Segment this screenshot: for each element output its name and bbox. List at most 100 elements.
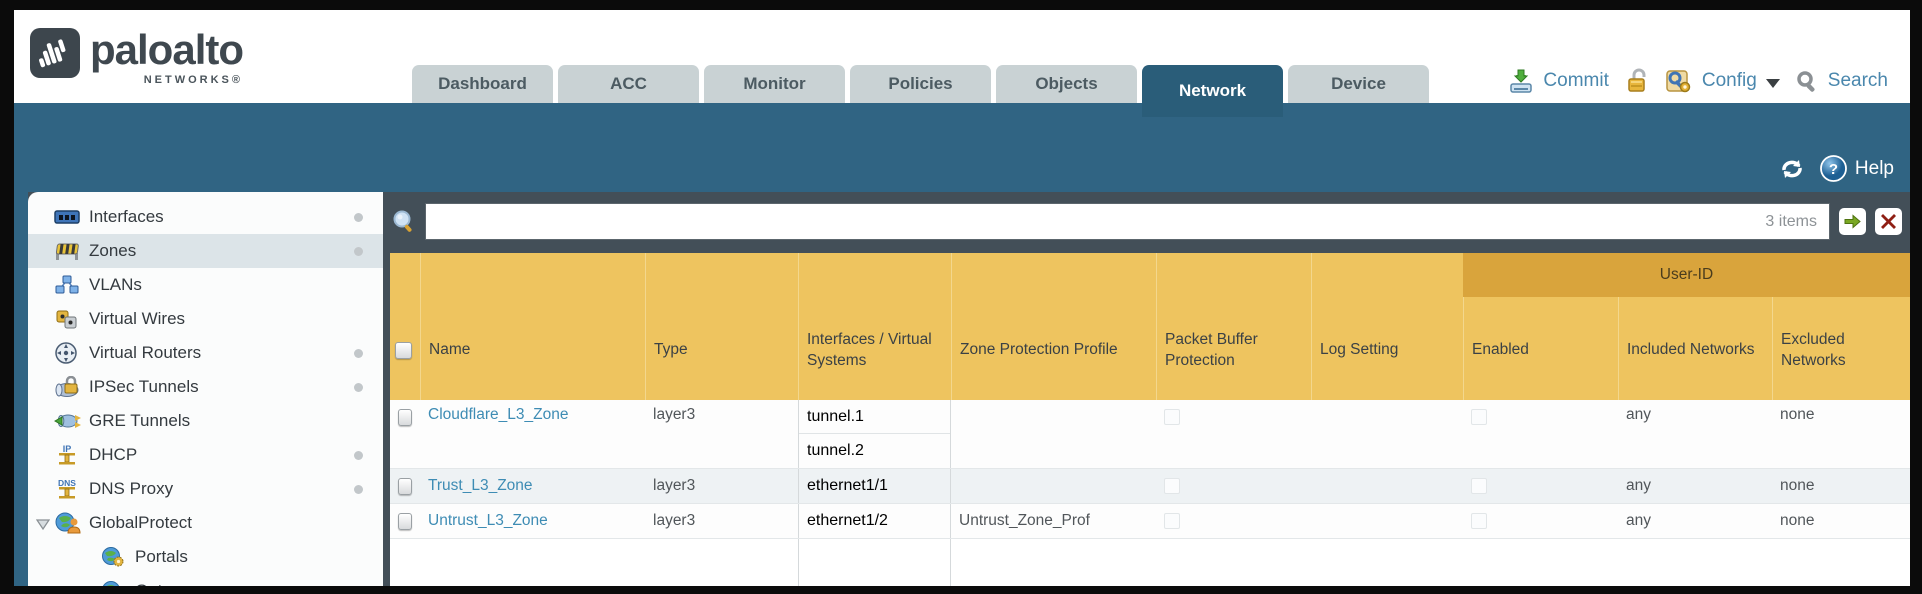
zone-interfaces-cell: tunnel.1 tunnel.2 [798, 400, 951, 468]
sidebar-item-label: GlobalProtect [89, 513, 192, 532]
filter-input[interactable]: 3 items [425, 203, 1830, 240]
tab-acc[interactable]: ACC [558, 65, 699, 103]
status-dot [354, 383, 363, 392]
zones-table: User-ID Name Type Interfaces / Virtual S… [390, 253, 1910, 586]
gateways-icon [100, 579, 128, 586]
zone-type-cell: layer3 [653, 406, 696, 423]
sidebar-item-portals[interactable]: Portals [28, 540, 383, 574]
apply-filter-button[interactable] [1839, 208, 1866, 235]
tab-objects[interactable]: Objects [996, 65, 1137, 103]
user-id-enabled-checkbox[interactable] [1471, 513, 1487, 529]
included-networks-cell: any [1626, 406, 1651, 423]
table-row: Untrust_L3_Zone layer3 ethernet1/2 Untru… [390, 504, 1910, 539]
svg-text:?: ? [1829, 161, 1838, 178]
sidebar-item-globalprotect[interactable]: GlobalProtect [28, 506, 383, 540]
sidebar-item-dhcp[interactable]: IP DHCP [28, 438, 383, 472]
portals-icon [100, 545, 128, 569]
commit-button[interactable]: Commit [1543, 70, 1609, 91]
column-header-name[interactable]: Name [420, 253, 645, 400]
virtual-wires-icon [54, 307, 82, 331]
help-button[interactable]: Help [1854, 157, 1894, 179]
log-setting-cell [1311, 504, 1463, 538]
column-header-type[interactable]: Type [645, 253, 798, 400]
interface-item: tunnel.2 [807, 442, 864, 459]
brand-sub-wordmark: NETWORKS® [143, 74, 244, 86]
column-header-excluded-networks[interactable]: Excluded Networks [1772, 253, 1910, 400]
chevron-down-icon[interactable] [1765, 78, 1780, 88]
tab-policies[interactable]: Policies [850, 65, 991, 103]
sidebar-item-virtual-wires[interactable]: Virtual Wires [28, 302, 383, 336]
interfaces-icon [54, 205, 82, 229]
zones-icon [54, 239, 82, 263]
zone-interfaces-cell: ethernet1/1 [798, 469, 951, 503]
svg-text:IP: IP [63, 444, 72, 454]
sidebar-item-gre-tunnels[interactable]: GRE Tunnels [28, 404, 383, 438]
sidebar-item-gateways[interactable]: Gateways [28, 574, 383, 586]
interface-item: tunnel.1 [799, 400, 950, 434]
zone-protection-profile-cell [951, 400, 1156, 468]
sidebar-item-dns-proxy[interactable]: DNS DNS Proxy [28, 472, 383, 506]
status-dot [354, 485, 363, 494]
search-button[interactable]: Search [1827, 70, 1888, 91]
column-header-zone-protection-profile[interactable]: Zone Protection Profile [951, 253, 1156, 400]
sidebar-item-label: Zones [89, 241, 137, 260]
sidebar-item-label: Gateways [135, 581, 211, 586]
sidebar-item-vlans[interactable]: VLANs [28, 268, 383, 302]
lock-icon[interactable] [1626, 68, 1650, 94]
interface-item: ethernet1/2 [807, 512, 888, 529]
brand-wordmark: paloalto [90, 26, 244, 73]
column-header-enabled[interactable]: Enabled [1463, 253, 1618, 400]
config-button[interactable]: Config [1701, 70, 1757, 91]
tab-dashboard[interactable]: Dashboard [412, 65, 553, 103]
clear-filter-button[interactable] [1875, 208, 1902, 235]
app-window: paloalto NETWORKS® Commit [14, 10, 1910, 586]
virtual-routers-icon [54, 341, 82, 365]
zone-protection-profile-cell [951, 469, 1156, 503]
sidebar-item-label: IPSec Tunnels [89, 377, 199, 396]
tab-device[interactable]: Device [1288, 65, 1429, 103]
row-checkbox[interactable] [398, 512, 412, 530]
column-header-log-setting[interactable]: Log Setting [1311, 253, 1463, 400]
packet-buffer-protection-checkbox[interactable] [1164, 513, 1180, 529]
ipsec-tunnels-icon [54, 375, 82, 399]
included-networks-cell: any [1626, 512, 1651, 529]
column-header-interfaces[interactable]: Interfaces / Virtual Systems [798, 253, 951, 400]
user-id-enabled-checkbox[interactable] [1471, 478, 1487, 494]
top-header-bar: paloalto NETWORKS® Commit [14, 10, 1910, 117]
content-area: Interfaces Zones VLANs [14, 192, 1910, 586]
excluded-networks-cell: none [1780, 477, 1815, 494]
column-header-packet-buffer-protection[interactable]: Packet Buffer Protection [1156, 253, 1311, 400]
help-icon[interactable]: ? [1820, 155, 1847, 182]
paloalto-logo: paloalto NETWORKS® [30, 26, 244, 86]
filter-search-icon[interactable] [392, 209, 416, 235]
user-id-enabled-checkbox[interactable] [1471, 409, 1487, 425]
sidebar-item-virtual-routers[interactable]: Virtual Routers [28, 336, 383, 370]
sidebar-item-ipsec-tunnels[interactable]: IPSec Tunnels [28, 370, 383, 404]
select-all-checkbox[interactable] [395, 342, 412, 359]
excluded-networks-cell: none [1780, 406, 1815, 423]
collapse-triangle-icon[interactable] [35, 516, 51, 536]
tab-network[interactable]: Network [1142, 65, 1283, 117]
interface-item: ethernet1/1 [807, 477, 888, 494]
sidebar-item-zones[interactable]: Zones [28, 234, 383, 268]
sidebar-item-label: DNS Proxy [89, 479, 174, 498]
vlans-icon [54, 273, 82, 297]
config-icon [1665, 68, 1693, 94]
tab-monitor[interactable]: Monitor [704, 65, 845, 103]
zone-name-link[interactable]: Trust_L3_Zone [428, 477, 533, 494]
zone-name-link[interactable]: Cloudflare_L3_Zone [428, 406, 569, 423]
packet-buffer-protection-checkbox[interactable] [1164, 478, 1180, 494]
status-dot [354, 349, 363, 358]
row-checkbox[interactable] [398, 409, 412, 426]
excluded-networks-cell: none [1780, 512, 1815, 529]
column-header-included-networks[interactable]: Included Networks [1618, 253, 1772, 400]
row-checkbox[interactable] [398, 477, 412, 495]
refresh-icon[interactable] [1778, 156, 1806, 182]
select-all-column-header [390, 253, 420, 400]
sidebar-item-label: Virtual Routers [89, 343, 202, 362]
packet-buffer-protection-checkbox[interactable] [1164, 409, 1180, 425]
zone-name-link[interactable]: Untrust_L3_Zone [428, 512, 548, 529]
status-dot [354, 247, 363, 256]
sidebar-item-interfaces[interactable]: Interfaces [28, 200, 383, 234]
dhcp-icon: IP [54, 443, 82, 467]
